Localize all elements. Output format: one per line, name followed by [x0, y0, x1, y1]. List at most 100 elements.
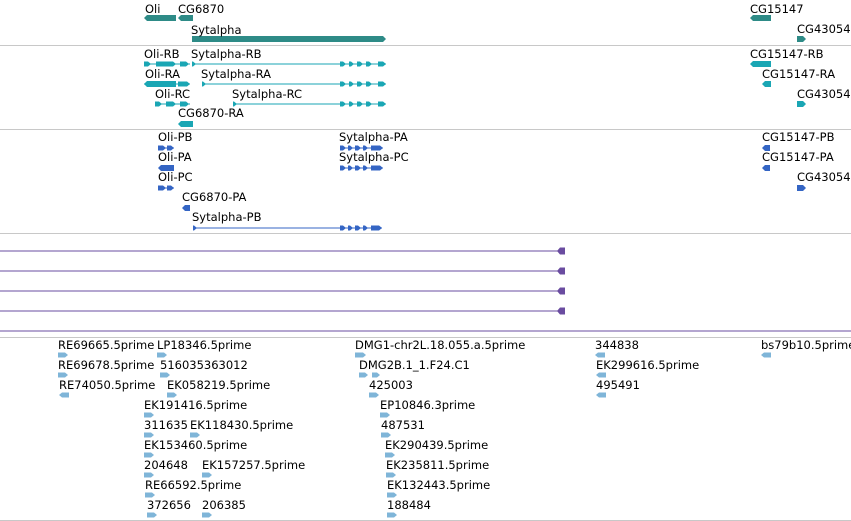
protein-glyph[interactable]: [762, 165, 770, 171]
est-glyph[interactable]: [596, 392, 606, 398]
protein-model-exon[interactable]: [355, 225, 361, 231]
transcript-model-exon[interactable]: [180, 61, 189, 67]
gene-glyph[interactable]: [178, 15, 193, 21]
transcript-model-exon[interactable]: [340, 81, 346, 87]
transcript-model-exon[interactable]: [233, 101, 237, 107]
protein-model-exon[interactable]: [363, 165, 368, 171]
protein-model-exon[interactable]: [348, 165, 353, 171]
est-glyph[interactable]: [355, 352, 366, 358]
est-glyph[interactable]: [145, 492, 155, 498]
est-glyph[interactable]: [144, 432, 154, 438]
transcript-glyph[interactable]: [178, 121, 193, 127]
gene-glyph[interactable]: [797, 36, 806, 42]
alignment-end[interactable]: [557, 307, 565, 315]
est-glyph[interactable]: [59, 392, 69, 398]
est-glyph[interactable]: [144, 412, 154, 418]
protein-glyph[interactable]: [182, 205, 190, 211]
transcript-model-exon[interactable]: [357, 101, 363, 107]
transcript-model-exon[interactable]: [180, 101, 189, 107]
transcript-model-exon[interactable]: [202, 81, 206, 87]
transcript-model-exon[interactable]: [366, 101, 372, 107]
est-glyph[interactable]: [385, 452, 395, 458]
transcript-model-exon[interactable]: [144, 61, 151, 67]
transcript-model-exon[interactable]: [349, 81, 354, 87]
transcript-model-exon[interactable]: [378, 81, 386, 87]
protein-model-exon[interactable]: [348, 145, 353, 151]
est-glyph[interactable]: [190, 432, 200, 438]
est-glyph[interactable]: [147, 512, 157, 518]
transcript-glyph[interactable]: [797, 101, 806, 107]
est-glyph[interactable]: [381, 432, 391, 438]
protein-model-exon[interactable]: [340, 145, 346, 151]
transcript-model-exon[interactable]: [156, 61, 176, 67]
protein-model-exon[interactable]: [340, 165, 346, 171]
est-glyph[interactable]: [202, 512, 212, 518]
transcript-model-exon[interactable]: [340, 61, 346, 67]
transcript-model-exon[interactable]: [357, 81, 363, 87]
est-glyph[interactable]: [58, 352, 68, 358]
transcript-model-exon[interactable]: [192, 61, 196, 67]
protein-glyph[interactable]: [797, 185, 806, 191]
est-glyph[interactable]: [372, 372, 380, 378]
alignment-end[interactable]: [557, 247, 565, 255]
transcript-glyph[interactable]: [762, 81, 771, 87]
transcript-model-exon[interactable]: [378, 101, 386, 107]
est-label: EK132443.5prime: [387, 478, 491, 492]
transcript-model-exon[interactable]: [340, 101, 346, 107]
est-label: EP10846.3prime: [380, 398, 476, 412]
protein-model-exon[interactable]: [167, 185, 174, 191]
gene-glyph[interactable]: [192, 36, 386, 42]
est-label: EK191416.5prime: [144, 398, 248, 412]
protein-model-exon[interactable]: [158, 185, 166, 191]
est-glyph[interactable]: [160, 372, 170, 378]
est-glyph[interactable]: [167, 392, 177, 398]
est-glyph[interactable]: [369, 392, 379, 398]
transcript-model-exon[interactable]: [155, 101, 162, 107]
protein-model-exon[interactable]: [371, 225, 382, 231]
transcript-model-exon[interactable]: [357, 61, 363, 67]
protein-glyph[interactable]: [158, 165, 174, 171]
gene-glyph[interactable]: [750, 15, 771, 21]
transcript-model-exon[interactable]: [366, 61, 372, 67]
est-glyph[interactable]: [596, 372, 606, 378]
protein-model-exon[interactable]: [193, 225, 197, 231]
protein-model-exon[interactable]: [355, 165, 361, 171]
protein-model-exon[interactable]: [371, 165, 383, 171]
est-glyph[interactable]: [761, 352, 771, 358]
est-glyph[interactable]: [380, 412, 390, 418]
alignment-end[interactable]: [557, 267, 565, 275]
protein-model-exon[interactable]: [363, 145, 368, 151]
protein-model-exon[interactable]: [348, 225, 353, 231]
est-glyph[interactable]: [386, 472, 396, 478]
transcript-glyph[interactable]: [750, 61, 771, 67]
protein-model-exon[interactable]: [158, 145, 166, 151]
protein-glyph[interactable]: [762, 145, 770, 151]
est-label: 204648: [144, 458, 188, 472]
transcript-model-exon[interactable]: [166, 101, 176, 107]
est-glyph[interactable]: [595, 352, 605, 358]
gene-glyph[interactable]: [144, 15, 176, 21]
est-glyph[interactable]: [144, 472, 154, 478]
transcript-model-exon[interactable]: [178, 81, 190, 87]
est-glyph[interactable]: [58, 372, 68, 378]
protein-label: CG15147-PA: [762, 150, 834, 164]
est-glyph[interactable]: [359, 372, 368, 378]
est-glyph[interactable]: [157, 352, 167, 358]
alignment-end[interactable]: [557, 287, 565, 295]
est-glyph[interactable]: [387, 492, 397, 498]
protein-model-exon[interactable]: [167, 145, 174, 151]
protein-model-exon[interactable]: [371, 145, 383, 151]
est-glyph[interactable]: [202, 472, 212, 478]
est-label: EK153460.5prime: [144, 438, 248, 452]
est-glyph[interactable]: [144, 452, 154, 458]
transcript-model-exon[interactable]: [366, 81, 372, 87]
protein-model-exon[interactable]: [363, 225, 368, 231]
protein-model-exon[interactable]: [355, 145, 361, 151]
est-glyph[interactable]: [387, 512, 397, 518]
transcript-model-exon[interactable]: [378, 61, 386, 67]
transcript-model-exon[interactable]: [349, 61, 354, 67]
transcript-model-exon[interactable]: [349, 101, 354, 107]
protein-model-exon[interactable]: [340, 225, 346, 231]
